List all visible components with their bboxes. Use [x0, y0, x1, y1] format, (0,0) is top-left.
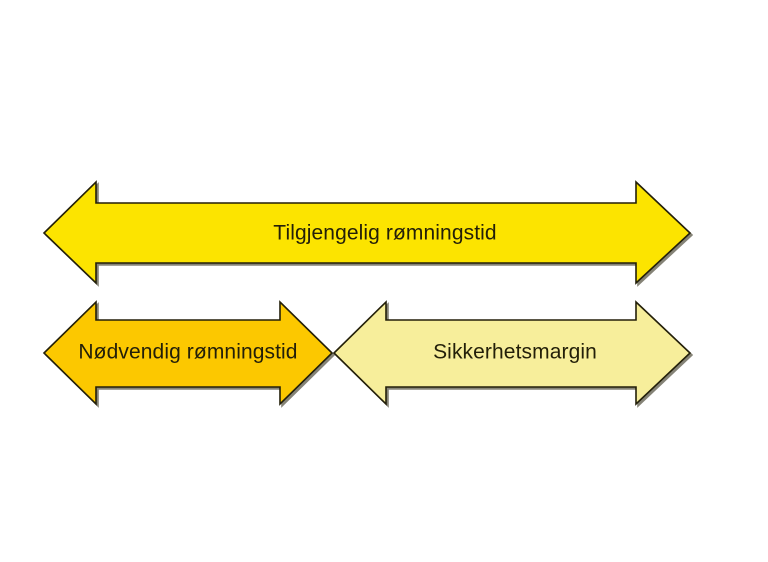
arrow-sikkerhetsmargin[interactable]: Sikkerhetsmargin: [332, 300, 694, 408]
arrow-body-top: [42, 180, 692, 285]
arrow-label-sikkerhetsmargin: Sikkerhetsmargin: [433, 341, 597, 364]
arrow-body-left: [42, 300, 334, 406]
arrow-nodvendig-romningstid[interactable]: Nødvendig rømningstid: [42, 300, 336, 408]
arrow-label-tilgjengelig: Tilgjengelig rømningstid: [273, 222, 496, 245]
arrow-tilgjengelig-romningstid[interactable]: Tilgjengelig rømningstid: [42, 180, 694, 287]
arrow-body-right: [332, 300, 692, 406]
arrow-label-nodvendig: Nødvendig rømningstid: [78, 341, 297, 364]
